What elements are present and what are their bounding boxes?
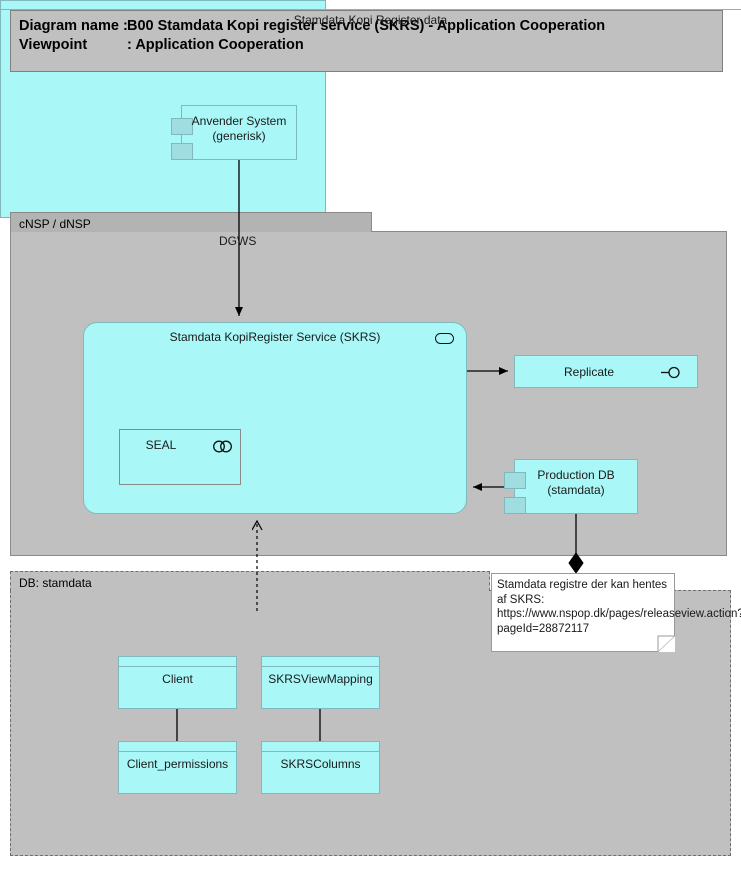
viewpoint-row: Viewpoint : Application Cooperation xyxy=(19,36,714,55)
entity-skrscolumns-label: SKRSColumns xyxy=(280,757,361,771)
entity-skrsviewmapping-label: SKRSViewMapping xyxy=(268,672,373,686)
note-stamdata-registre[interactable]: Stamdata registre der kan hentes af SKRS… xyxy=(491,573,741,652)
entity-header-strip xyxy=(262,657,379,667)
entity-header-strip xyxy=(262,742,379,752)
note-text: Stamdata registre der kan hentes af SKRS… xyxy=(497,579,741,635)
node-skrs-service-label: Stamdata KopiRegister Service (SKRS) xyxy=(169,330,381,344)
group-cnsp-dnsp-label: cNSP / dNSP xyxy=(19,217,91,231)
node-replicate[interactable]: Replicate xyxy=(514,355,698,388)
edge-label-dgws: DGWS xyxy=(219,234,257,248)
entity-header-strip xyxy=(119,657,236,667)
component-tab-icon-bottom xyxy=(171,143,193,160)
group-db-stamdata-label: DB: stamdata xyxy=(19,576,92,590)
entity-skrscolumns[interactable]: SKRSColumns xyxy=(261,741,380,794)
composition-diamond-icon xyxy=(568,552,584,574)
diagram-title-block: Diagram name : B00 Stamdata Kopi registe… xyxy=(10,10,723,72)
entity-header-strip xyxy=(119,742,236,752)
package-header-strip xyxy=(0,0,741,10)
diagram-name-row: Diagram name : B00 Stamdata Kopi registe… xyxy=(19,17,714,36)
entity-client-label: Client xyxy=(162,672,193,686)
node-anvender-system[interactable]: Anvender System (generisk) xyxy=(171,105,297,160)
entity-skrsviewmapping[interactable]: SKRSViewMapping xyxy=(261,656,380,709)
node-production-db-label: Production DB (stamdata) xyxy=(537,468,615,497)
node-seal-label: SEAL xyxy=(145,438,177,452)
component-tab-icon-bottom xyxy=(504,497,526,514)
diagram-name-label: Diagram name : xyxy=(19,18,128,34)
node-production-db[interactable]: Production DB (stamdata) xyxy=(504,459,638,514)
collaboration-icon xyxy=(213,440,232,453)
viewpoint-value: : Application Cooperation xyxy=(127,37,304,53)
node-anvender-system-label: Anvender System (generisk) xyxy=(191,114,287,143)
node-seal[interactable]: SEAL xyxy=(119,429,241,485)
viewpoint-label: Viewpoint xyxy=(19,37,88,53)
group-cnsp-dnsp-tab[interactable]: cNSP / dNSP xyxy=(10,212,372,232)
entity-client-permissions-label: Client_permissions xyxy=(126,757,229,771)
entity-client-permissions[interactable]: Client_permissions xyxy=(118,741,237,794)
group-db-stamdata-tab[interactable]: DB: stamdata xyxy=(10,571,490,591)
component-tab-icon-top xyxy=(171,118,193,135)
node-replicate-label: Replicate xyxy=(563,365,615,379)
interface-lollipop-icon xyxy=(661,366,680,379)
diagram-name-value: B00 Stamdata Kopi register service (SKRS… xyxy=(127,18,606,34)
node-skrs-service[interactable]: Stamdata KopiRegister Service (SKRS) SEA… xyxy=(83,322,467,514)
application-service-icon xyxy=(435,333,454,344)
entity-client[interactable]: Client xyxy=(118,656,237,709)
component-tab-icon-top xyxy=(504,472,526,489)
note-shape-icon xyxy=(491,573,675,652)
